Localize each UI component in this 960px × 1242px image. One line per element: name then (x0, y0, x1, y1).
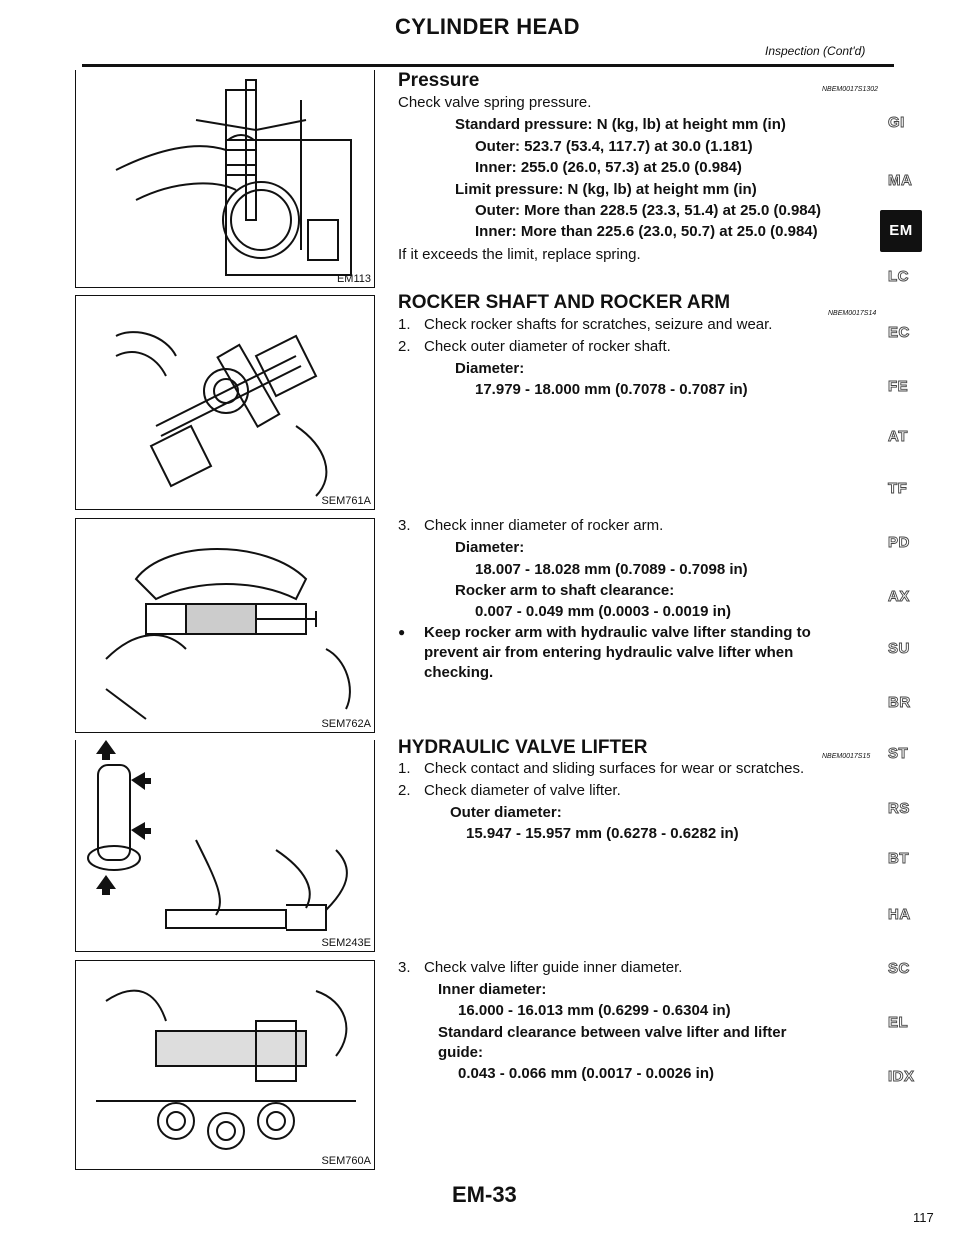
section-tab-idx[interactable]: IDX (888, 1068, 915, 1086)
header-rule (82, 64, 894, 67)
outer-diameter-value: 15.947 - 15.957 mm (0.6278 - 0.6282 in) (466, 825, 739, 842)
figure-label: SEM243E (321, 937, 371, 949)
section-tab-gi[interactable]: GI (888, 114, 905, 132)
lifter-heading: HYDRAULIC VALVE LIFTER (398, 737, 648, 758)
corner-number: 117 (913, 1210, 934, 1225)
lifter-step-3-num: 3. (398, 959, 411, 976)
inner-diameter-value: 16.000 - 16.013 mm (0.6299 - 0.6304 in) (458, 1002, 731, 1019)
rocker-code: NBEM0017S14 (828, 310, 877, 317)
arm-diameter-value: 18.007 - 18.028 mm (0.7089 - 0.7098 in) (475, 561, 748, 578)
section-tab-bt[interactable]: BT (888, 850, 909, 868)
inner-diameter-label: Inner diameter: (438, 981, 547, 998)
lifter-step-2: Check diameter of valve lifter. (424, 782, 621, 799)
std-clearance-label-1: Standard clearance between valve lifter … (438, 1024, 787, 1041)
rocker-note-line-2: prevent air from entering hydraulic valv… (424, 644, 794, 661)
lifter-guide-illustration (96, 989, 356, 1150)
rocker-step-3-num: 3. (398, 517, 411, 534)
section-tab-ma[interactable]: MA (888, 172, 913, 190)
lifter-step-3: Check valve lifter guide inner diameter. (424, 959, 683, 976)
limit-pressure-label: Limit pressure: N (kg, lb) at height mm … (455, 181, 757, 198)
figure-spring-tester: EM113 (75, 70, 375, 288)
page-title: CYLINDER HEAD (395, 14, 580, 39)
limit-pressure-inner: Inner: More than 225.6 (23.0, 50.7) at 2… (475, 223, 818, 240)
figure-label: EM113 (336, 273, 371, 285)
lifter-step-2-num: 2. (398, 782, 411, 799)
section-tab-sc[interactable]: SC (888, 960, 910, 978)
page-subtitle: Inspection (Cont'd) (765, 44, 866, 58)
std-pressure-label: Standard pressure: N (kg, lb) at height … (455, 116, 786, 133)
rocker-heading: ROCKER SHAFT AND ROCKER ARM (398, 292, 731, 313)
std-clearance-label-2: guide: (438, 1044, 483, 1061)
pressure-intro: Check valve spring pressure. (398, 94, 592, 111)
rocker-step-1: Check rocker shafts for scratches, seizu… (424, 316, 773, 333)
section-tab-rs[interactable]: RS (888, 800, 910, 818)
rocker-step-3: Check inner diameter of rocker arm. (424, 517, 664, 534)
lifter-step-1-num: 1. (398, 760, 411, 777)
rocker-step-2-num: 2. (398, 338, 411, 355)
section-tab-su[interactable]: SU (888, 640, 910, 658)
shaft-diameter-value: 17.979 - 18.000 mm (0.7078 - 0.7087 in) (475, 381, 748, 398)
std-clearance-value: 0.043 - 0.066 mm (0.0017 - 0.0026 in) (458, 1065, 714, 1082)
lifter-code: NBEM0017S15 (822, 753, 871, 760)
pressure-heading: Pressure (398, 70, 480, 91)
limit-pressure-outer: Outer: More than 228.5 (23.3, 51.4) at 2… (475, 202, 821, 219)
rocker-step-1-num: 1. (398, 316, 411, 333)
rocker-shaft-illustration (115, 331, 328, 497)
section-tab-el[interactable]: EL (888, 1014, 909, 1032)
spring-tester-illustration (115, 79, 352, 276)
clearance-value: 0.007 - 0.049 mm (0.0003 - 0.0019 in) (475, 603, 731, 620)
shaft-diameter-label: Diameter: (455, 360, 525, 377)
section-tab-tf[interactable]: TF (888, 480, 908, 498)
section-tab-pd[interactable]: PD (888, 534, 910, 552)
lifter-step-1: Check contact and sliding surfaces for w… (424, 760, 805, 777)
figure-label: SEM761A (321, 495, 371, 507)
rocker-arm-illustration (105, 548, 351, 720)
section-tab-st[interactable]: ST (888, 745, 909, 763)
section-tab-at[interactable]: AT (888, 428, 908, 446)
figure-label: SEM762A (321, 718, 371, 730)
figure-valve-lifter: SEM243E (75, 740, 375, 952)
rocker-step-2: Check outer diameter of rocker shaft. (424, 338, 671, 355)
pressure-note: If it exceeds the limit, replace spring. (398, 246, 641, 263)
section-tab-ax[interactable]: AX (888, 588, 910, 606)
section-tab-fe[interactable]: FE (888, 378, 909, 396)
figure-rocker-shaft: SEM761A (75, 295, 375, 510)
std-pressure-inner: Inner: 255.0 (26.0, 57.3) at 25.0 (0.984… (475, 159, 742, 176)
clearance-label: Rocker arm to shaft clearance: (455, 582, 675, 599)
arm-diameter-label: Diameter: (455, 539, 525, 556)
std-pressure-outer: Outer: 523.7 (53.4, 117.7) at 30.0 (1.18… (475, 138, 753, 155)
figure-rocker-arm: SEM762A (75, 518, 375, 733)
valve-lifter-illustration (87, 740, 348, 931)
section-tab-em[interactable]: EM (880, 210, 922, 252)
section-tab-br[interactable]: BR (888, 694, 911, 712)
figure-label: SEM760A (321, 1155, 371, 1167)
pressure-code: NBEM0017S1302 (822, 86, 879, 93)
figure-lifter-guide: SEM760A (75, 960, 375, 1170)
bullet-icon: ● (398, 625, 406, 639)
page-number: EM-33 (452, 1182, 517, 1207)
section-tab-ha[interactable]: HA (888, 906, 911, 924)
section-tab-lc[interactable]: LC (888, 268, 909, 286)
section-tab-ec[interactable]: EC (888, 324, 910, 342)
outer-diameter-label: Outer diameter: (450, 804, 562, 821)
rocker-note-line-3: checking. (424, 664, 494, 681)
rocker-note-line-1: Keep rocker arm with hydraulic valve lif… (424, 624, 811, 641)
